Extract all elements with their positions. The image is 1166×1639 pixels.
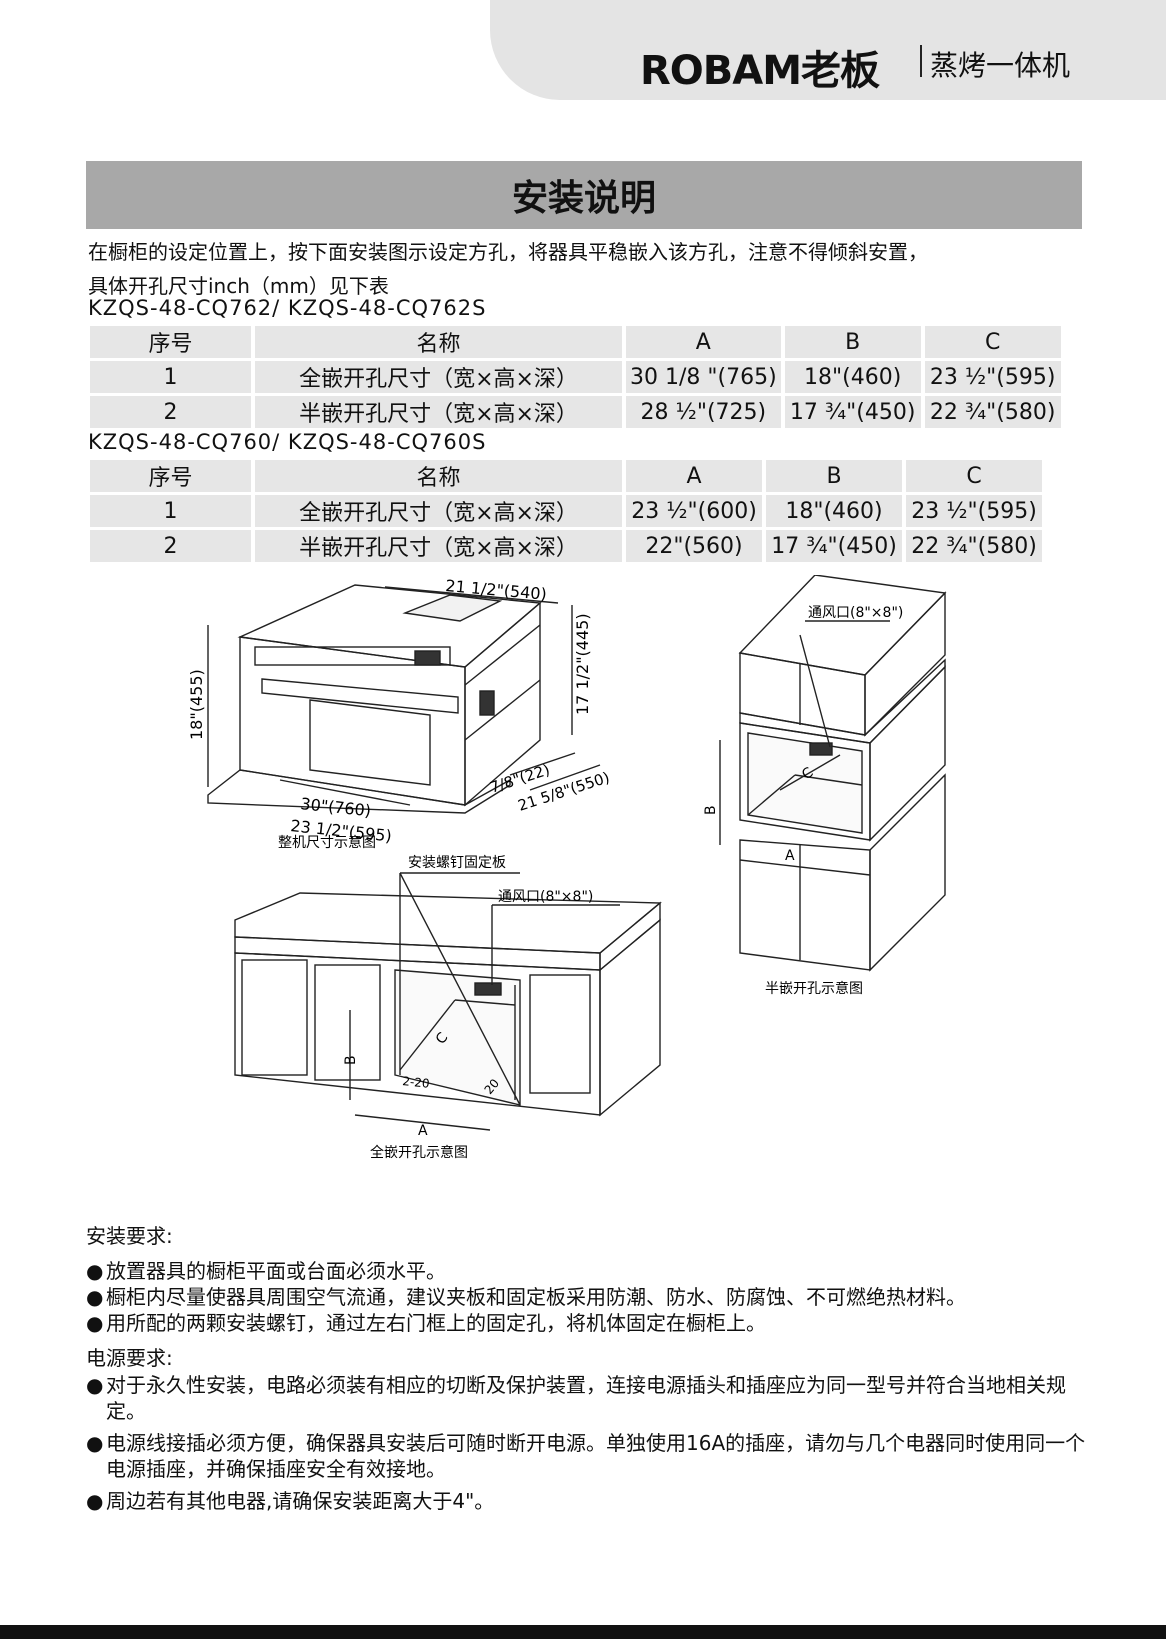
table-cell: 2 [90,530,251,562]
table-cell: 2 [90,396,251,428]
table-cell: 全嵌开孔尺寸（宽×高×深） [255,361,622,393]
bullet-icon: ● [86,1285,104,1309]
title-bar: 安装说明 [86,161,1082,229]
table-cell: 半嵌开孔尺寸（宽×高×深） [255,530,622,562]
header-cell: A [626,460,762,492]
table-cell: 22"(560) [626,530,762,562]
footer-bar [0,1625,1166,1639]
intro-line-2: 具体开孔尺寸inch（mm）见下表 [88,274,389,298]
table-cell: 23 ½"(595) [924,361,1061,393]
bullet-icon: ● [86,1431,104,1455]
header-cell: A [626,326,781,358]
table-row: 2 半嵌开孔尺寸（宽×高×深） 22"(560) 17 ¾"(450) 22 ¾… [90,530,1042,562]
table-cell: 23 ½"(600) [626,495,762,527]
full-plate-label: 安装螺钉固定板 [408,855,506,871]
spec-table-1: 序号 名称 A B C 1 全嵌开孔尺寸（宽×高×深） 30 1/8 "(765… [86,323,1065,431]
table-cell: 18"(460) [784,361,921,393]
table-cell: 18"(460) [766,495,902,527]
table-cell: 30 1/8 "(765) [626,361,781,393]
intro-line-1: 在橱柜的设定位置上，按下面安装图示设定方孔，将器具平稳嵌入该方孔，注意不得倾斜安… [88,240,928,264]
dim-height-right: 17 1/2"(445) [573,613,592,715]
half-label-a: A [785,848,795,864]
header-cell: 名称 [255,460,622,492]
table-row: 1 全嵌开孔尺寸（宽×高×深） 30 1/8 "(765) 18"(460) 2… [90,361,1061,393]
page-title: 安装说明 [511,178,656,219]
bullet-icon: ● [86,1259,104,1283]
model-heading-1: KZQS-48-CQ762/ KZQS-48-CQ762S [88,296,487,320]
brand-logo: ROBAM老板 [640,48,880,94]
full-label-b: B [343,1055,359,1065]
table-header-row: 序号 名称 A B C [90,326,1061,358]
header-cell: 名称 [255,326,622,358]
list-item: ● 橱柜内尽量使器具周围空气流通，建议夹板和固定板采用防潮、防水、防腐蚀、不可燃… [86,1285,966,1309]
list-item: ● 对于永久性安装，电路必须装有相应的切断及保护装置，连接电源插头和插座应为同一… [86,1373,1066,1423]
full-vent-label: 通风口(8"×8") [498,889,593,905]
header-cell: C [906,460,1042,492]
install-heading: 安装要求: [86,1224,173,1248]
header-cell: 序号 [90,460,251,492]
half-caption: 半嵌开孔示意图 [765,980,863,997]
half-label-b: B [703,805,719,815]
header-cell: C [924,326,1061,358]
table-header-row: 序号 名称 A B C [90,460,1042,492]
list-item: ● 周边若有其他电器,请确保安装距离大于4"。 [86,1489,495,1513]
table-row: 1 全嵌开孔尺寸（宽×高×深） 23 ½"(600) 18"(460) 23 ½… [90,495,1042,527]
model-heading-2: KZQS-48-CQ760/ KZQS-48-CQ760S [88,430,487,454]
table-cell: 全嵌开孔尺寸（宽×高×深） [255,495,622,527]
bullet-icon: ● [86,1373,104,1397]
full-label-a: A [418,1123,428,1139]
full-embed-illustration [234,872,662,1131]
installation-diagram: 21 1/2"(540) 17 1/2"(445) 18"(455) 7/8"(… [187,575,947,1161]
table-cell: 22 ¾"(580) [924,396,1061,428]
list-item: ● 电源线接插必须方便，确保器具安装后可随时断开电源。单独使用16A的插座，请勿… [86,1431,1086,1481]
header-cell: B [766,460,902,492]
table-cell: 17 ¾"(450) [784,396,921,428]
bullet-icon: ● [86,1489,104,1513]
bullet-icon: ● [86,1311,104,1335]
machine-illustration [207,584,601,814]
product-name: 蒸烤一体机 [930,49,1071,82]
full-dim-2-20: 2-20 [402,1074,431,1091]
table-cell: 1 [90,361,251,393]
header-tab [490,0,1166,100]
power-heading: 电源要求: [86,1346,173,1370]
dim-width: 30"(760) [300,794,372,820]
table-cell: 28 ½"(725) [626,396,781,428]
table-row: 2 半嵌开孔尺寸（宽×高×深） 28 ½"(725) 17 ¾"(450) 22… [90,396,1061,428]
full-caption: 全嵌开孔示意图 [370,1144,468,1161]
table-cell: 22 ¾"(580) [906,530,1042,562]
header-cell: 序号 [90,326,251,358]
header-separator [920,45,922,77]
table-cell: 1 [90,495,251,527]
table-cell: 半嵌开孔尺寸（宽×高×深） [255,396,622,428]
half-embed-illustration [719,575,947,972]
list-item: ● 用所配的两颗安装螺钉，通过左右门框上的固定孔，将机体固定在橱柜上。 [86,1311,766,1335]
spec-table-2: 序号 名称 A B C 1 全嵌开孔尺寸（宽×高×深） 23 ½"(600) 1… [86,457,1046,565]
table-cell: 23 ½"(595) [906,495,1042,527]
half-vent-label: 通风口(8"×8") [808,605,903,621]
dim-height-left: 18"(455) [187,669,206,740]
machine-caption: 整机尺寸示意图 [278,834,376,851]
header-cell: B [784,326,921,358]
table-cell: 17 ¾"(450) [766,530,902,562]
list-item: ● 放置器具的橱柜平面或台面必须水平。 [86,1259,446,1283]
